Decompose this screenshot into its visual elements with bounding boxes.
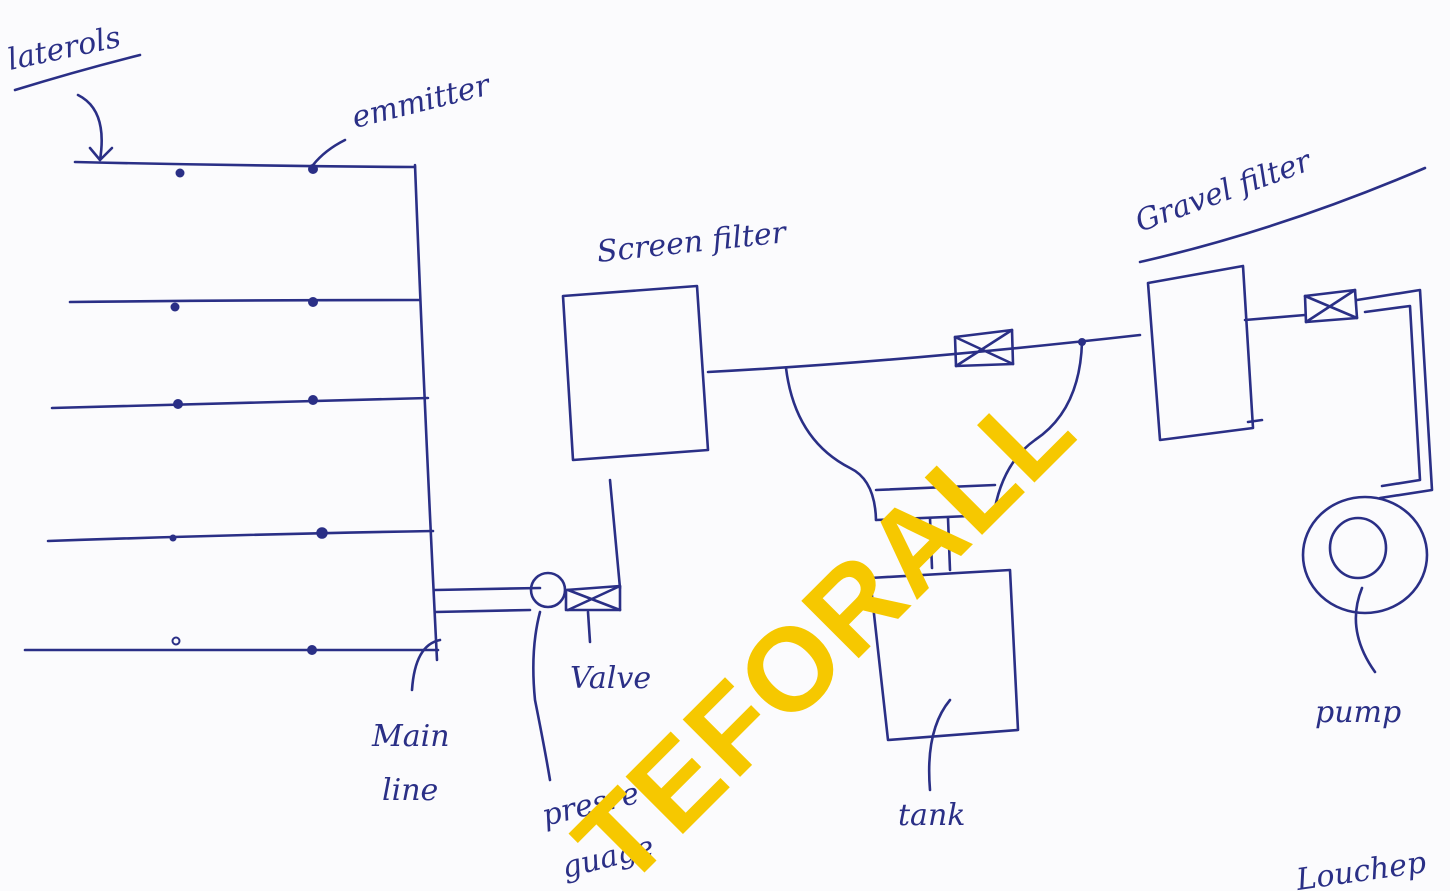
valve-label: Valve xyxy=(570,661,651,696)
lateral-pipe-4 xyxy=(48,531,433,541)
pressure-gauge-dial xyxy=(531,573,565,607)
main-line xyxy=(415,165,540,660)
emitter-dot xyxy=(173,638,180,645)
valve-pump xyxy=(1305,290,1357,322)
screen-filter-label: Screen filter xyxy=(595,215,789,270)
gravel-filter-box xyxy=(1148,266,1253,440)
laterals-arrow-shaft xyxy=(78,95,102,160)
funnel-left xyxy=(786,368,876,520)
emitters-group xyxy=(170,164,327,655)
emitter-label: emmitter xyxy=(348,67,494,135)
tank-label-pointer xyxy=(929,700,950,790)
pump-label: pump xyxy=(1315,695,1401,730)
pump-assembly xyxy=(1303,290,1432,672)
laterals-group xyxy=(25,162,438,650)
valve-label-pointer xyxy=(588,612,590,642)
pressure-gauge-pointer-line xyxy=(533,612,550,780)
emitter-dot xyxy=(307,645,317,655)
pump-impeller xyxy=(1330,518,1386,578)
screen-filter-to-valve-pipe xyxy=(610,480,620,588)
pump-outer-pipe xyxy=(1357,290,1432,498)
lateral-pipe-2 xyxy=(70,300,420,302)
gravel-to-valve-pipe xyxy=(1245,315,1305,320)
gravel-filter-label: Gravel filter xyxy=(1131,143,1317,239)
supply-pipe xyxy=(708,335,1140,372)
lateral-pipe-3 xyxy=(52,398,428,408)
main-line-label-top: Main xyxy=(371,719,450,754)
emitter-dot xyxy=(318,529,327,538)
watermark-text: TEFORALL xyxy=(550,361,1100,891)
pressure-gauge xyxy=(531,573,565,780)
tank-label: tank xyxy=(898,798,965,833)
emitter-dot xyxy=(308,297,318,307)
corner-note: Louchep xyxy=(1293,845,1428,891)
screen-filter xyxy=(563,286,708,460)
pump-inner-pipe xyxy=(1365,306,1420,486)
main-line-upper-connector xyxy=(435,588,540,590)
emitter-dot xyxy=(171,303,180,312)
screen-filter-box xyxy=(563,286,708,460)
valve-main xyxy=(566,480,620,642)
emitter-dot xyxy=(176,169,185,178)
lateral-pipe-1 xyxy=(75,162,415,167)
main-line-pipe xyxy=(415,165,437,660)
pump-casing xyxy=(1303,497,1427,613)
emitter-pointer xyxy=(313,140,345,165)
main-line-label-bottom: line xyxy=(382,773,438,808)
main-line-lower-connector xyxy=(435,610,530,612)
gravel-filter-stub xyxy=(1248,420,1262,422)
laterals-label: laterols xyxy=(4,20,123,78)
pump-label-pointer xyxy=(1356,588,1375,672)
emitter-dot xyxy=(170,535,177,542)
emitter-dot xyxy=(173,399,183,409)
emitter-dot xyxy=(308,395,318,405)
